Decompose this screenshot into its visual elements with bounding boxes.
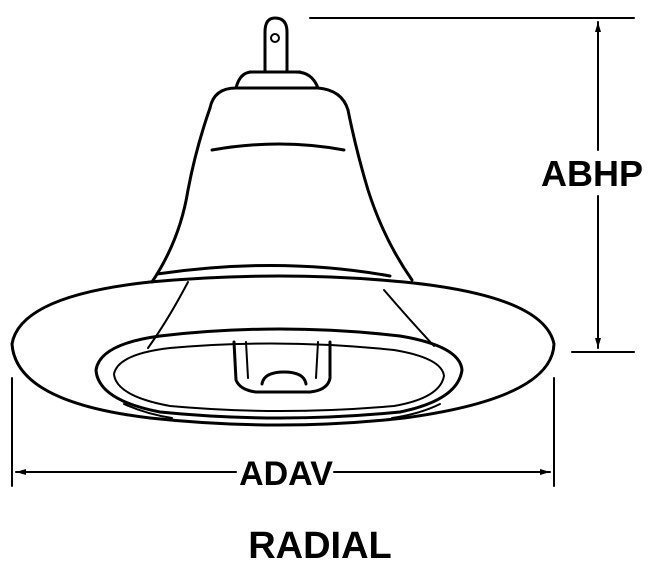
width-dimension-label: ADAV (239, 455, 333, 493)
bell-housing (147, 70, 435, 349)
height-dimension-label: ABHP (541, 153, 643, 194)
inner-rings (94, 327, 464, 420)
height-dimension: ABHP (309, 17, 643, 353)
reflector-rim (10, 274, 556, 427)
diagram-caption: RADIAL (248, 525, 392, 567)
lamp-socket (232, 340, 332, 394)
reflector-shading (123, 403, 441, 419)
width-dimension: ADAV (11, 377, 555, 493)
hanging-lug (248, 16, 302, 74)
